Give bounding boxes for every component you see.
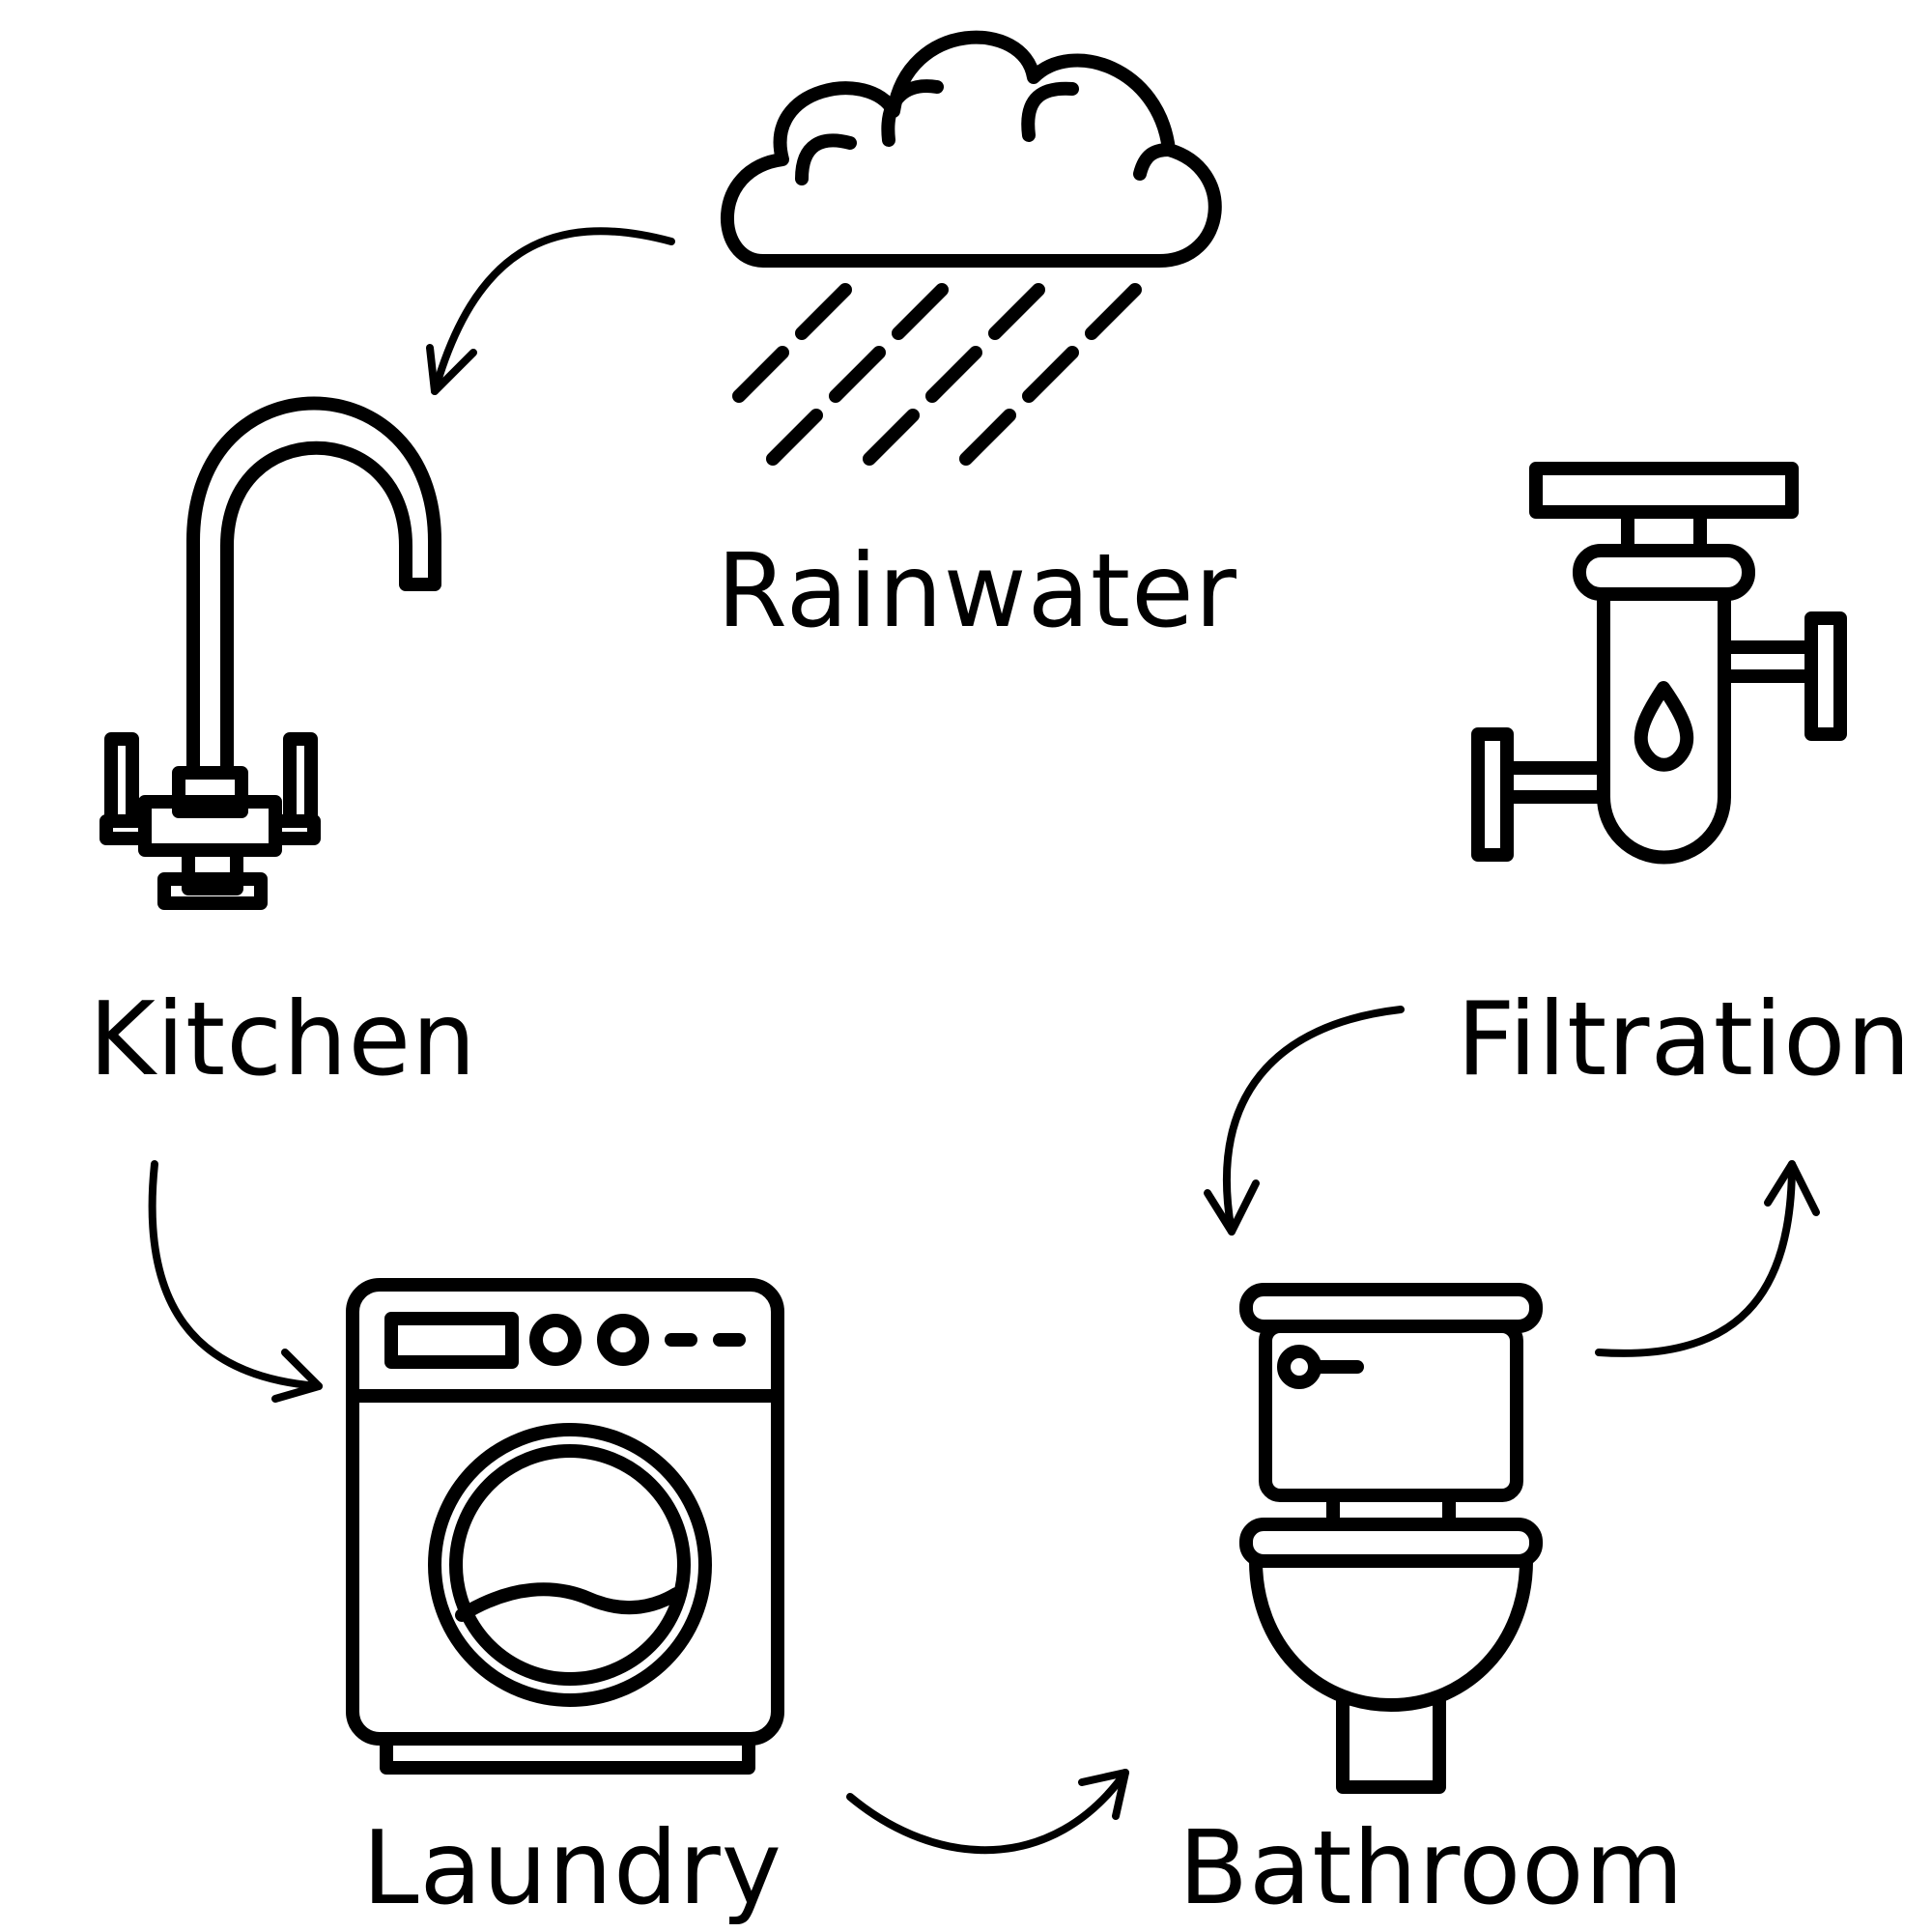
- kitchen-faucet-icon: [99, 396, 441, 910]
- washing-machine-icon: [346, 1278, 784, 1775]
- arrow-kitchen-to-laundry: [148, 1160, 323, 1403]
- toilet-icon: [1239, 1283, 1543, 1794]
- arrow-bathroom-to-filtration: [1595, 1160, 1820, 1357]
- water-filter-icon: [1471, 462, 1847, 865]
- rain-cloud-icon: [720, 30, 1222, 466]
- arrow-filtration-to-bathroom: [1204, 1006, 1405, 1236]
- arrow-laundry-to-bathroom: [846, 1769, 1129, 1855]
- label-filtration: Filtration: [1457, 980, 1912, 1098]
- arrow-rainwater-to-kitchen: [426, 227, 675, 395]
- label-kitchen: Kitchen: [89, 980, 477, 1098]
- label-rainwater: Rainwater: [717, 532, 1237, 650]
- label-bathroom: Bathroom: [1179, 1809, 1685, 1927]
- label-laundry: Laundry: [362, 1809, 782, 1927]
